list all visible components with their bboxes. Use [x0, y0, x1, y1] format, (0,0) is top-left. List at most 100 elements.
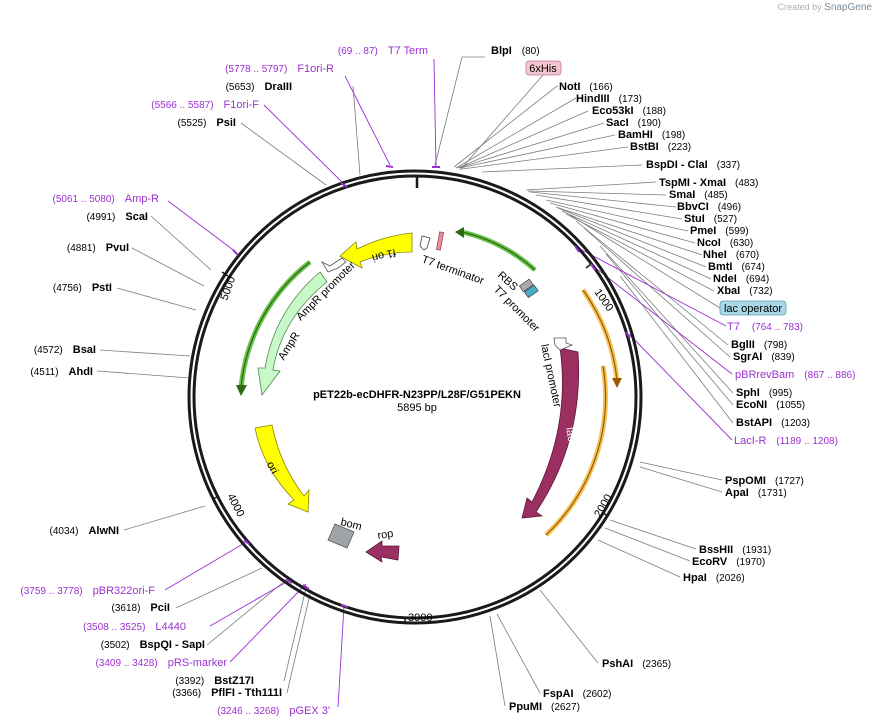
svg-text:SacI(190): SacI(190) — [606, 117, 661, 129]
feature-label-laci-promoter: lacI promoter — [538, 343, 563, 409]
enzyme-pmei: PmeI — [690, 225, 716, 237]
svg-text:BstAPI(1203): BstAPI(1203) — [736, 417, 810, 429]
svg-text:(4881)PvuI: (4881)PvuI — [67, 242, 129, 254]
enzyme-bsshii: BssHII — [699, 544, 733, 556]
svg-text:SmaI(485): SmaI(485) — [669, 189, 728, 201]
feature-t7-terminator — [419, 231, 444, 251]
tick-label-3000: 3000 — [408, 612, 432, 624]
enzyme-bbvci: BbvCI — [677, 201, 709, 213]
tick-mark-4000 — [212, 495, 220, 500]
svg-text:(3508 .. 3525)L4440: (3508 .. 3525)L4440 — [83, 621, 186, 633]
feature-laci-promoter — [553, 337, 574, 351]
enzyme-ppumi: PpuMI — [509, 701, 542, 713]
primer-pbrrevbam: pBRrevBam — [735, 369, 794, 381]
svg-text:(69 .. 87)T7 Term: (69 .. 87)T7 Term — [338, 45, 428, 57]
feature-label-ori: ori — [264, 460, 280, 476]
enzyme-bspdi-clai: BspDI - ClaI — [646, 159, 708, 171]
feature-rop — [365, 540, 400, 563]
enzyme-bamhi: BamHI — [618, 129, 653, 141]
enzyme-sgrai: SgrAI — [733, 351, 762, 363]
svg-text:(5778 .. 5797)F1ori-R: (5778 .. 5797)F1ori-R — [225, 63, 334, 75]
enzyme-bspqi-sapi: BspQI - SapI — [140, 639, 205, 651]
primer-amp-r: Amp-R — [125, 193, 159, 205]
primer-pbr322ori-f: pBR322ori-F — [93, 585, 156, 597]
feature-laci — [521, 347, 580, 519]
primer-labels: (69 .. 87)T7 Term (5778 .. 5797)F1ori-R … — [20, 45, 855, 717]
tick-mark-2000 — [602, 512, 609, 517]
enzyme-blpi: BlpI — [491, 45, 512, 57]
svg-text:pBRrevBam(867 .. 886): pBRrevBam(867 .. 886) — [735, 369, 855, 381]
feature-rbs — [518, 278, 539, 299]
tag-6xhis: 6xHis — [529, 63, 557, 75]
tag-lac-operator: lac operator — [724, 303, 782, 315]
enzyme-hindiii: HindIII — [576, 93, 610, 105]
svg-text:BlpI(80): BlpI(80) — [491, 45, 540, 57]
svg-text:NotI(166): NotI(166) — [559, 81, 613, 93]
enzyme-nhei: NheI — [703, 249, 727, 261]
enzyme-scai: ScaI — [125, 211, 148, 223]
svg-text:(3246 .. 3268)pGEX 3': (3246 .. 3268)pGEX 3' — [217, 705, 330, 717]
feature-label-rop: rop — [377, 528, 394, 542]
primer-leaders — [164, 59, 733, 708]
enzyme-ncoi: NcoI — [697, 237, 721, 249]
svg-text:(4756)PstI: (4756)PstI — [53, 282, 112, 294]
snapgene-logo-text: SnapGene — [824, 2, 872, 13]
backbone-inner — [192, 174, 638, 620]
feature-f1-ori — [339, 232, 413, 269]
svg-text:EcoRV(1970): EcoRV(1970) — [692, 556, 765, 568]
backbone-outer — [187, 169, 643, 625]
enzyme-pcii: PciI — [150, 602, 170, 614]
feature-label-bom: bom — [339, 516, 363, 533]
primer-marks — [232, 165, 631, 608]
svg-text:XbaI(732): XbaI(732) — [717, 285, 773, 297]
svg-text:SphI(995): SphI(995) — [736, 387, 792, 399]
svg-text:HindIII(173): HindIII(173) — [576, 93, 642, 105]
svg-text:BmtI(674): BmtI(674) — [708, 261, 765, 273]
enzyme-labels-right: BlpI(80) NotI(166) HindIII(173) Eco53kI(… — [491, 45, 810, 713]
enzyme-bstapi: BstAPI — [736, 417, 772, 429]
feature-ampr-promoter — [320, 257, 347, 273]
svg-text:ApaI(1731): ApaI(1731) — [725, 487, 787, 499]
leader-lines — [96, 56, 734, 707]
enzyme-noti: NotI — [559, 81, 580, 93]
primer-l4440: L4440 — [155, 621, 186, 633]
enzyme-psti: PstI — [92, 282, 112, 294]
enzyme-pspomi: PspOMI — [725, 475, 766, 487]
snapgene-credit: Created by SnapGene — [777, 2, 872, 13]
svg-text:(4511)AhdI: (4511)AhdI — [30, 366, 93, 378]
enzyme-pvui: PvuI — [106, 242, 129, 254]
svg-text:(3392)BstZ17I: (3392)BstZ17I — [175, 675, 254, 687]
primer-f1ori-r: F1ori-R — [297, 63, 334, 75]
feature-ampr — [257, 271, 328, 397]
enzyme-eco53ki: Eco53kI — [592, 105, 634, 117]
enzyme-bsai: BsaI — [73, 344, 96, 356]
primer-pgex3: pGEX 3' — [289, 705, 330, 717]
enzyme-saci: SacI — [606, 117, 629, 129]
plasmid-size: 5895 bp — [397, 402, 437, 414]
feature-label-laci: lacI — [563, 426, 578, 445]
tag-6xhis-box — [525, 60, 562, 76]
enzyme-smai: SmaI — [669, 189, 695, 201]
feature-bom — [327, 523, 355, 549]
enzyme-ndei: NdeI — [713, 273, 737, 285]
enzyme-ecorv: EcoRV — [692, 556, 728, 568]
svg-text:SgrAI(839): SgrAI(839) — [733, 351, 795, 363]
svg-text:BglII(798): BglII(798) — [731, 339, 787, 351]
svg-text:TspMI - XmaI(483): TspMI - XmaI(483) — [659, 177, 758, 189]
svg-text:(3409 .. 3428)pRS-marker: (3409 .. 3428)pRS-marker — [95, 657, 227, 669]
enzyme-bglii: BglII — [731, 339, 755, 351]
primer-laci-r: LacI-R — [734, 435, 766, 447]
svg-text:(3502)BspQI - SapI: (3502)BspQI - SapI — [101, 639, 205, 651]
feature-arc-outline — [461, 231, 536, 271]
svg-text:BamHI(198): BamHI(198) — [618, 129, 685, 141]
svg-text:(4991)ScaI: (4991)ScaI — [86, 211, 148, 223]
enzyme-draiii: DraIII — [264, 81, 292, 93]
svg-text:NdeI(694): NdeI(694) — [713, 273, 769, 285]
enzyme-sphi: SphI — [736, 387, 760, 399]
svg-text:LacI-R(1189 .. 1208): LacI-R(1189 .. 1208) — [734, 435, 838, 447]
svg-text:BssHII(1931): BssHII(1931) — [699, 544, 771, 556]
feature-ori — [254, 424, 310, 513]
feature-label-t7-terminator: T7 terminator — [420, 254, 486, 288]
feature-arrowhead — [455, 227, 464, 238]
